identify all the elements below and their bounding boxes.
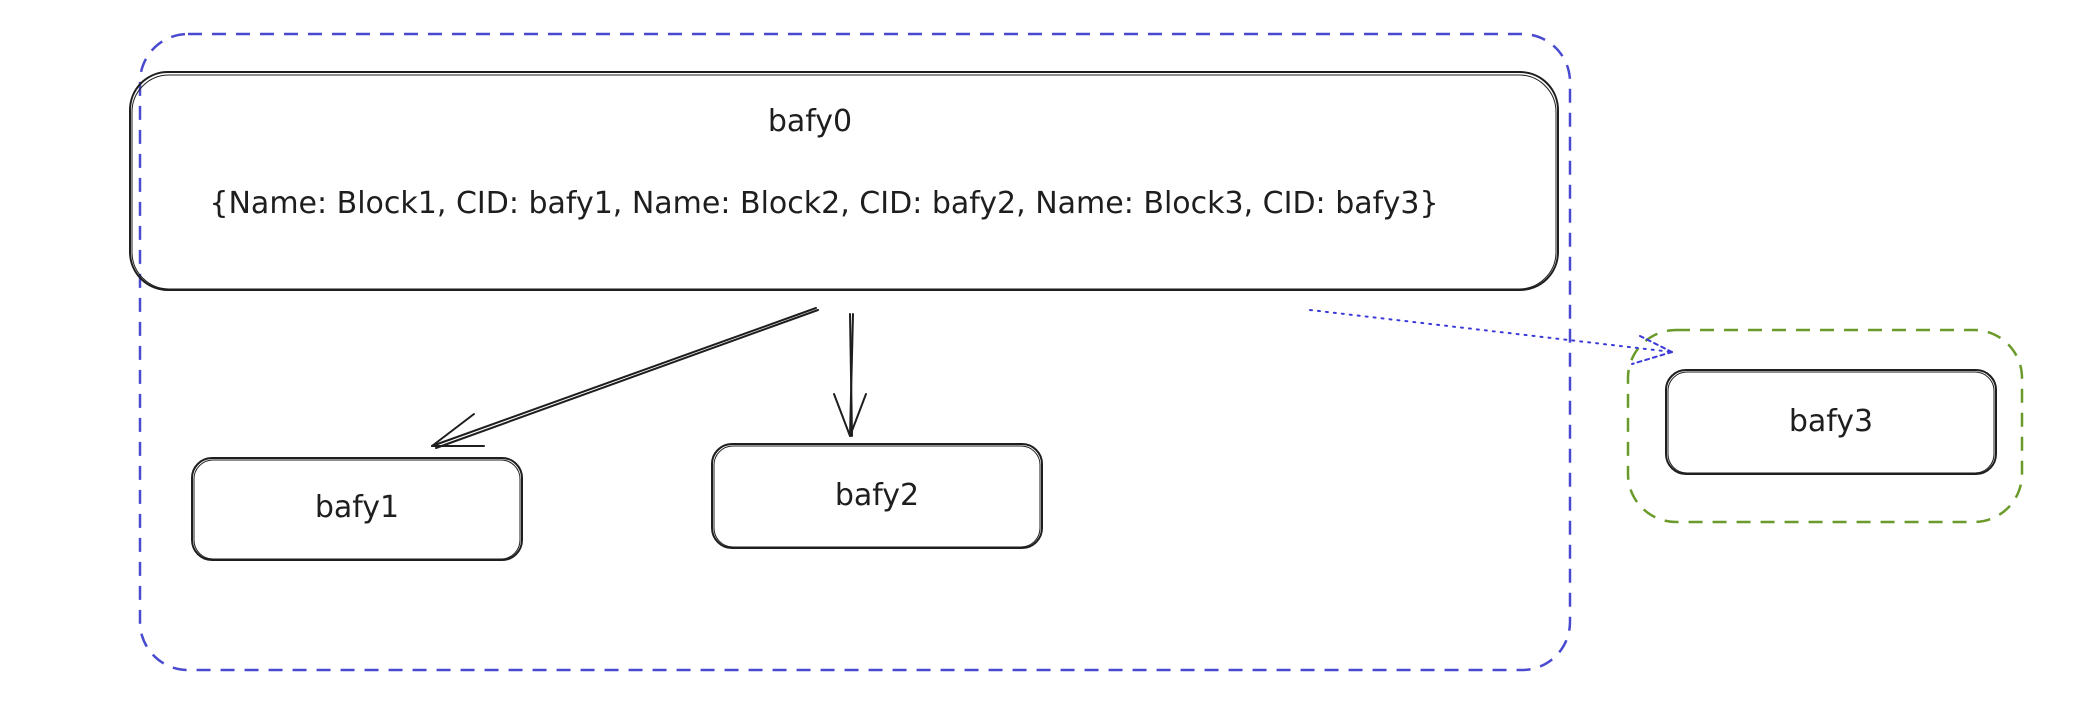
- remote-link-to-bafy3: [1309, 309, 1673, 365]
- block-bafy1-box[interactable]: [191, 457, 523, 561]
- local-group-boundary: [138, 32, 1572, 672]
- block-bafy3-box[interactable]: [1665, 369, 1997, 475]
- arrow-to-bafy1: [431, 307, 819, 449]
- arrow-to-bafy2: [833, 313, 867, 437]
- remote-group-boundary: [1626, 328, 2024, 524]
- root-block-title: bafy0: [767, 104, 853, 139]
- block-bafy2-box[interactable]: [711, 443, 1043, 549]
- block-bafy1-label: bafy1: [314, 490, 400, 525]
- root-block-content: {Name: Block1, CID: bafy1, Name: Block2,…: [209, 186, 1439, 221]
- block-bafy2-label: bafy2: [834, 478, 920, 513]
- block-bafy3-label: bafy3: [1788, 404, 1874, 439]
- root-block-box[interactable]: [129, 71, 1559, 291]
